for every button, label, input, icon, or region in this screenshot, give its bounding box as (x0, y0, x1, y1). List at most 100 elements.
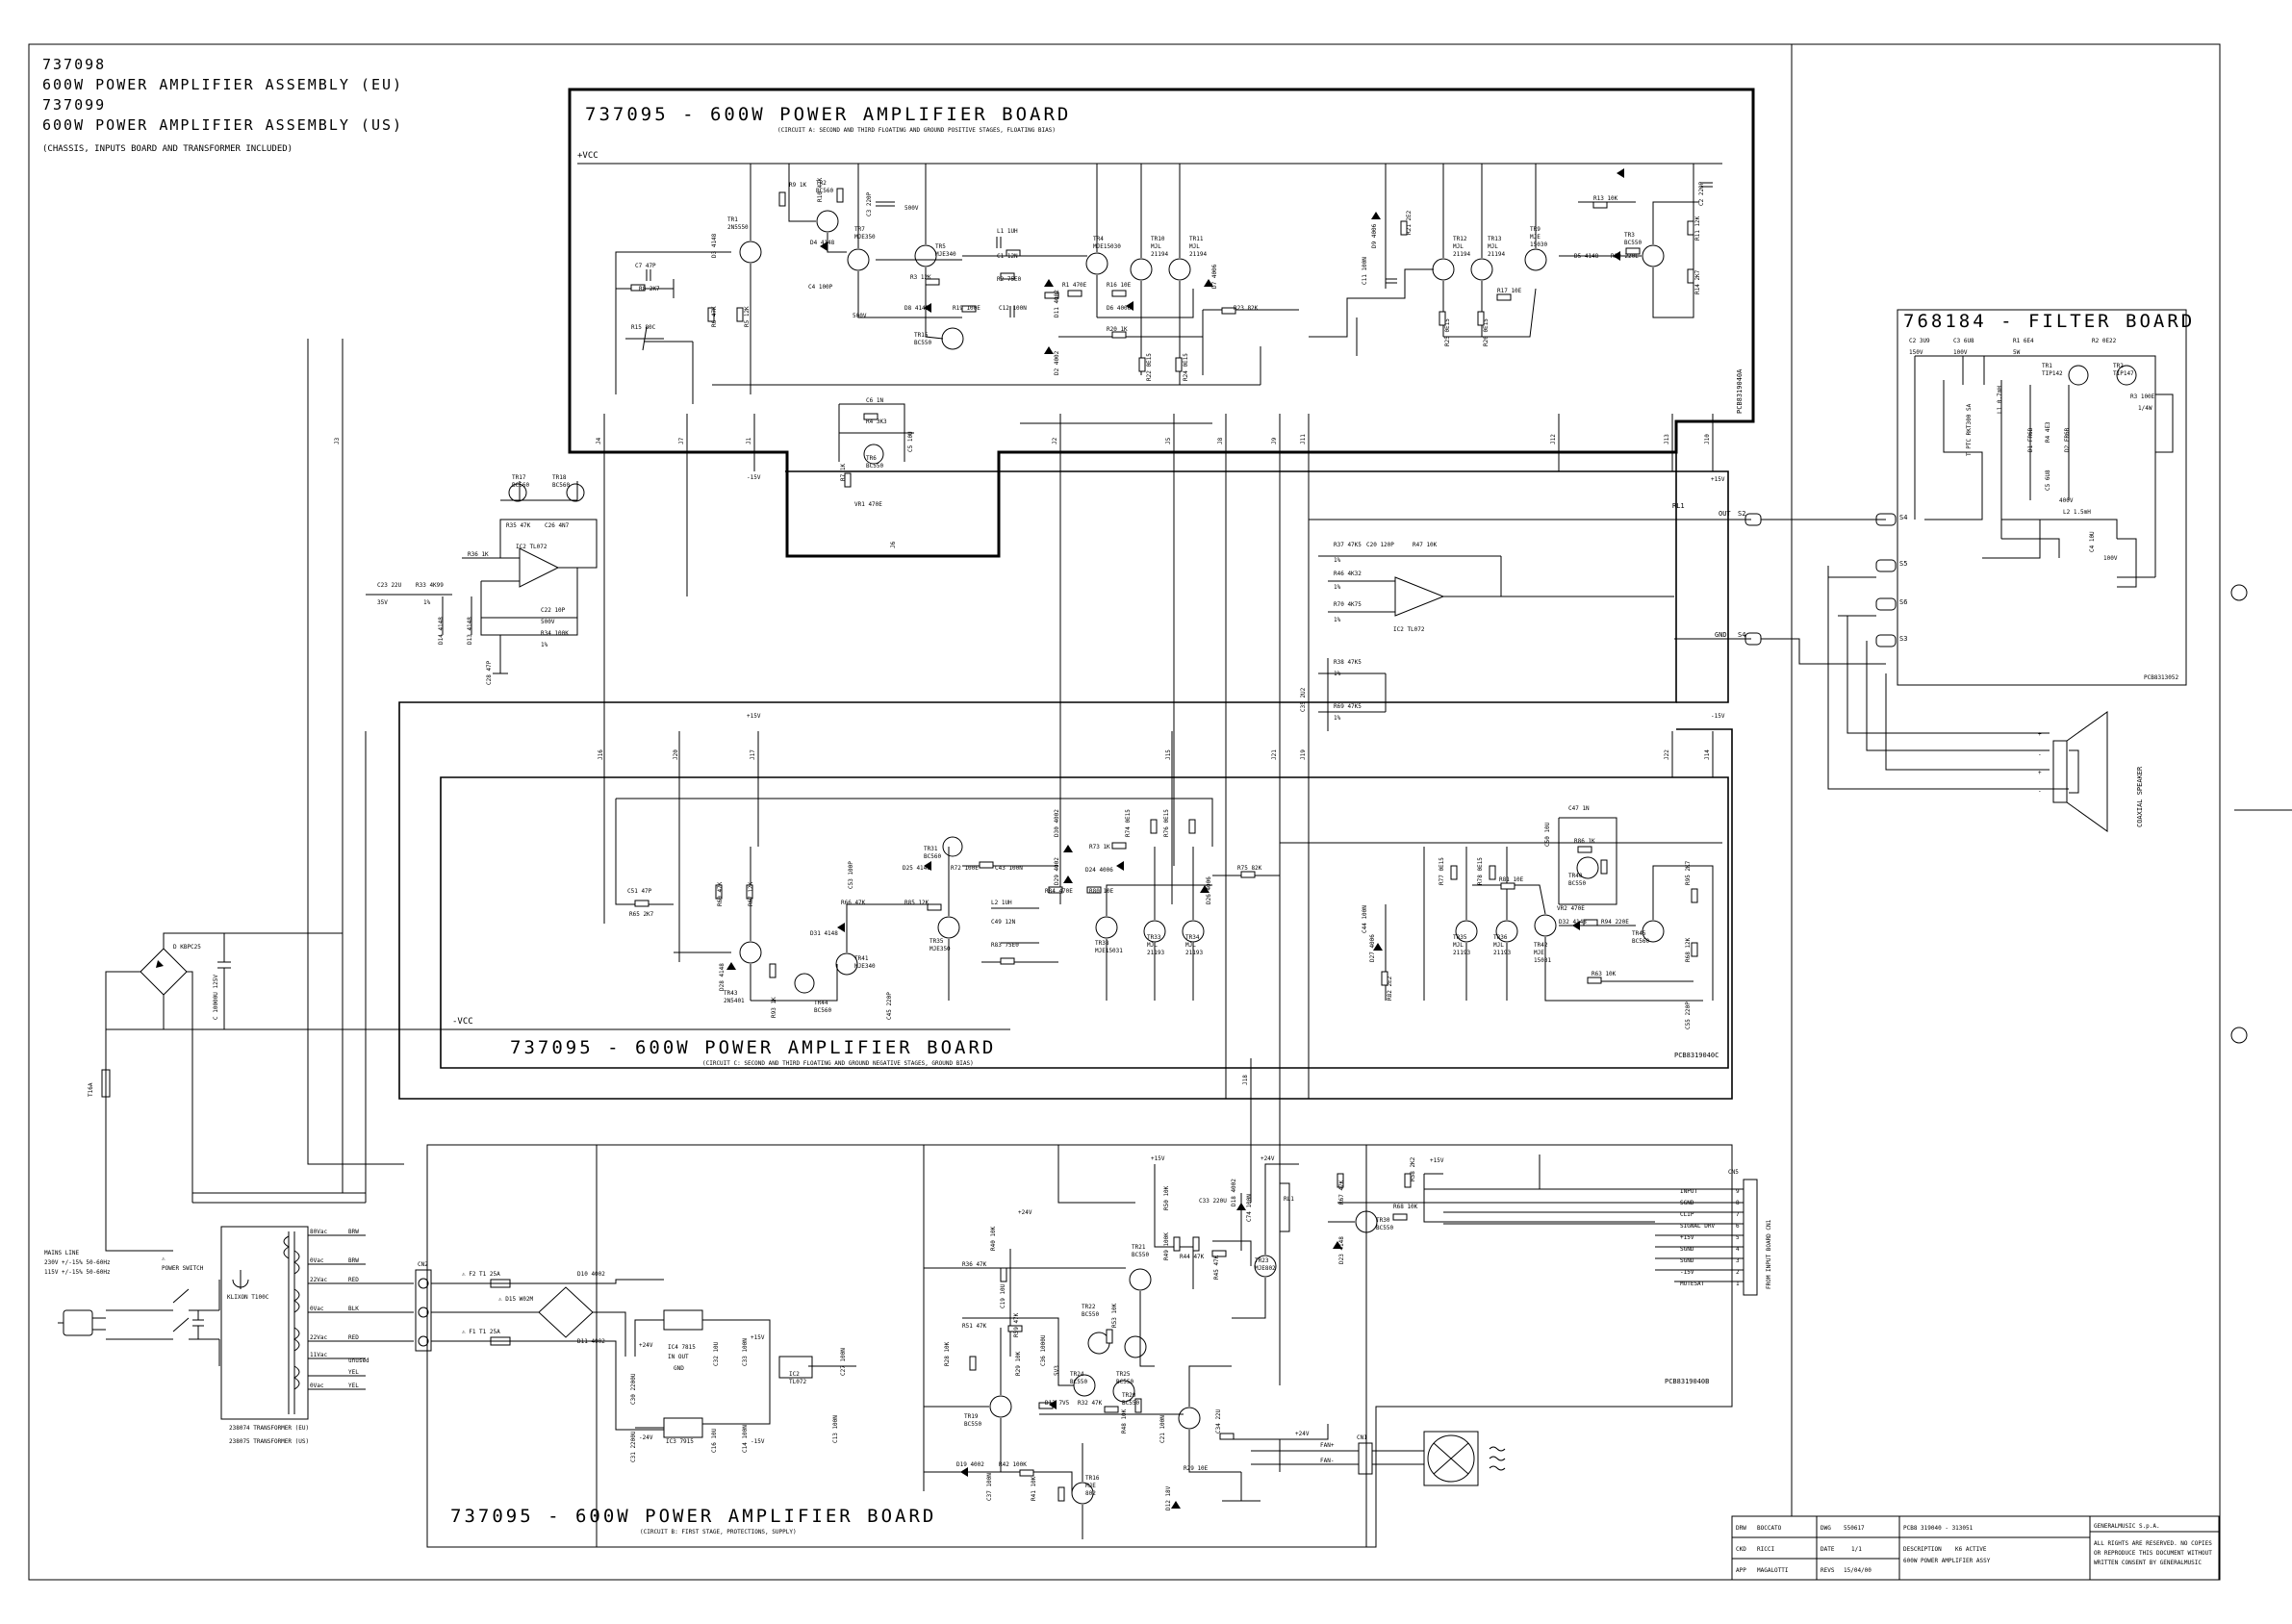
svg-text:R94 220E: R94 220E (1601, 919, 1629, 926)
svg-text:TR4: TR4 (1093, 236, 1104, 242)
svg-text:MJL: MJL (1493, 942, 1504, 949)
cn5-pin-label: MUTESAT (1680, 1281, 1705, 1287)
svg-text:IC3 7915: IC3 7915 (666, 1438, 694, 1445)
svg-text:TR15: TR15 (914, 332, 929, 339)
svg-text:R6 47K: R6 47K (711, 306, 718, 327)
svg-text:21194: 21194 (1151, 251, 1168, 258)
svg-text:0Vac: 0Vac (310, 1257, 324, 1264)
assembly-eu-code: 737098 (42, 56, 106, 73)
svg-text:T PTC RKT300 SA: T PTC RKT300 SA (1966, 403, 1973, 456)
svg-text:C5 10U: C5 10U (907, 431, 914, 452)
svg-text:-15V: -15V (747, 474, 761, 481)
svg-text:S3: S3 (1899, 635, 1907, 643)
svg-text:R50 10K: R50 10K (1163, 1185, 1170, 1210)
svg-text:J16: J16 (598, 749, 604, 760)
svg-text:J14: J14 (1704, 749, 1711, 760)
svg-text:5V3: 5V3 (1054, 1365, 1060, 1376)
svg-text:21193: 21193 (1147, 950, 1164, 956)
svg-text:R1 470E: R1 470E (1062, 282, 1087, 289)
svg-text:C37 100N: C37 100N (986, 1473, 993, 1501)
cn5-pin-number: 5 (1736, 1234, 1740, 1241)
svg-text:15031: 15031 (1534, 957, 1551, 964)
svg-text:BC550: BC550 (1122, 1400, 1139, 1407)
cn5-pin-number: 6 (1736, 1223, 1740, 1230)
transformer-taps: 80Vac 0Vac 22Vac 0Vac 22Vac 11Vac 0Vac B… (227, 1229, 369, 1389)
svg-text:C4 100P: C4 100P (808, 284, 833, 291)
svg-text:POWER SWITCH: POWER SWITCH (162, 1265, 204, 1272)
svg-text:0Vac: 0Vac (310, 1306, 324, 1312)
svg-text:PCB8 319040 - 313051: PCB8 319040 - 313051 (1903, 1525, 1974, 1532)
svg-text:MJL: MJL (1453, 243, 1464, 250)
svg-text:R49 100K: R49 100K (1163, 1232, 1170, 1260)
svg-text:C55 220P: C55 220P (1685, 1002, 1692, 1029)
svg-text:J19: J19 (1300, 749, 1307, 760)
svg-text:S5: S5 (1899, 560, 1907, 568)
svg-text:R74 0E15: R74 0E15 (1125, 809, 1132, 837)
svg-text:R45 47K: R45 47K (1213, 1255, 1220, 1280)
svg-text:MJE15031: MJE15031 (1095, 948, 1123, 954)
svg-text:RL1: RL1 (1672, 502, 1685, 510)
svg-text:DRW: DRW (1736, 1525, 1746, 1532)
svg-text:1/4W: 1/4W (2138, 405, 2152, 412)
svg-text:R36 1K: R36 1K (468, 551, 489, 558)
svg-text:CN1: CN1 (1357, 1434, 1367, 1441)
circuit-c-subtitle: (CIRCUIT C: SECOND AND THIRD FLOATING AN… (702, 1060, 974, 1067)
svg-text:C4 10U: C4 10U (2089, 531, 2096, 552)
svg-text:R26 0E15: R26 0E15 (1483, 318, 1490, 346)
svg-text:J8: J8 (1217, 437, 1224, 444)
svg-text:R20 1K: R20 1K (1107, 326, 1128, 333)
svg-text:YEL: YEL (348, 1383, 359, 1389)
svg-text:J21: J21 (1271, 749, 1278, 760)
svg-text:802: 802 (1085, 1490, 1096, 1497)
svg-text:J4: J4 (596, 437, 602, 444)
svg-text:J20: J20 (673, 749, 679, 760)
svg-text:21194: 21194 (1453, 251, 1470, 258)
svg-text:+: + (2038, 731, 2042, 738)
svg-text:R76 0E15: R76 0E15 (1163, 809, 1170, 837)
svg-text:L1 1UH: L1 1UH (997, 228, 1018, 235)
svg-text:C35 2U2: C35 2U2 (1300, 687, 1307, 712)
svg-text:D2 4002: D2 4002 (1054, 350, 1060, 375)
svg-text:15030: 15030 (1530, 241, 1547, 248)
svg-text:J15: J15 (1165, 749, 1172, 760)
svg-text:TR44: TR44 (814, 1000, 828, 1006)
svg-text:BRW: BRW (348, 1229, 359, 1235)
svg-text:D26 4006: D26 4006 (1206, 876, 1212, 904)
svg-text:C43 100N: C43 100N (995, 865, 1023, 872)
svg-text:VR2 470E: VR2 470E (1557, 905, 1585, 912)
svg-text:IN OUT: IN OUT (668, 1354, 689, 1360)
svg-text:R84 470E: R84 470E (1045, 888, 1073, 895)
svg-text:BC550: BC550 (914, 340, 931, 346)
svg-text:500V: 500V (904, 205, 919, 212)
svg-text:VR1 470E: VR1 470E (854, 501, 882, 508)
svg-text:R67 12K: R67 12K (748, 881, 754, 906)
svg-text:D4 4148: D4 4148 (810, 240, 835, 246)
svg-text:TR12: TR12 (1453, 236, 1467, 242)
svg-text:C36 1000U: C36 1000U (1040, 1334, 1047, 1366)
svg-text:TIP142: TIP142 (2042, 370, 2063, 377)
svg-text:TR42: TR42 (1534, 942, 1548, 949)
svg-text:15/04/00: 15/04/00 (1844, 1567, 1872, 1574)
svg-text:TR16: TR16 (1085, 1475, 1100, 1482)
svg-text:R42 100K: R42 100K (999, 1461, 1027, 1468)
svg-text:MJE340: MJE340 (935, 251, 956, 258)
svg-text:REVS: REVS (1821, 1567, 1835, 1574)
svg-text:238074 TRANSFORMER (EU): 238074 TRANSFORMER (EU) (229, 1425, 309, 1432)
svg-text:MJL: MJL (1147, 942, 1158, 949)
svg-text:21193: 21193 (1453, 950, 1470, 956)
svg-text:TR45: TR45 (1632, 930, 1646, 937)
svg-text:D7 4006: D7 4006 (1211, 264, 1218, 289)
svg-text:-15V: -15V (751, 1438, 765, 1445)
svg-text:L1 0.7mH: L1 0.7mH (1997, 386, 2003, 414)
svg-text:TR40: TR40 (1568, 873, 1583, 879)
svg-text:C74 100N: C74 100N (1246, 1194, 1253, 1222)
svg-text:J11: J11 (1300, 434, 1307, 444)
svg-text:100V: 100V (1953, 349, 1968, 356)
svg-text:22Vac: 22Vac (310, 1334, 327, 1341)
svg-text:R13 10K: R13 10K (1593, 195, 1618, 202)
cn5-pin-label: -15V (1680, 1269, 1694, 1276)
cn2-connector (415, 1269, 577, 1352)
svg-text:BC550: BC550 (1624, 240, 1642, 246)
svg-text:D14 4148: D14 4148 (438, 617, 445, 645)
